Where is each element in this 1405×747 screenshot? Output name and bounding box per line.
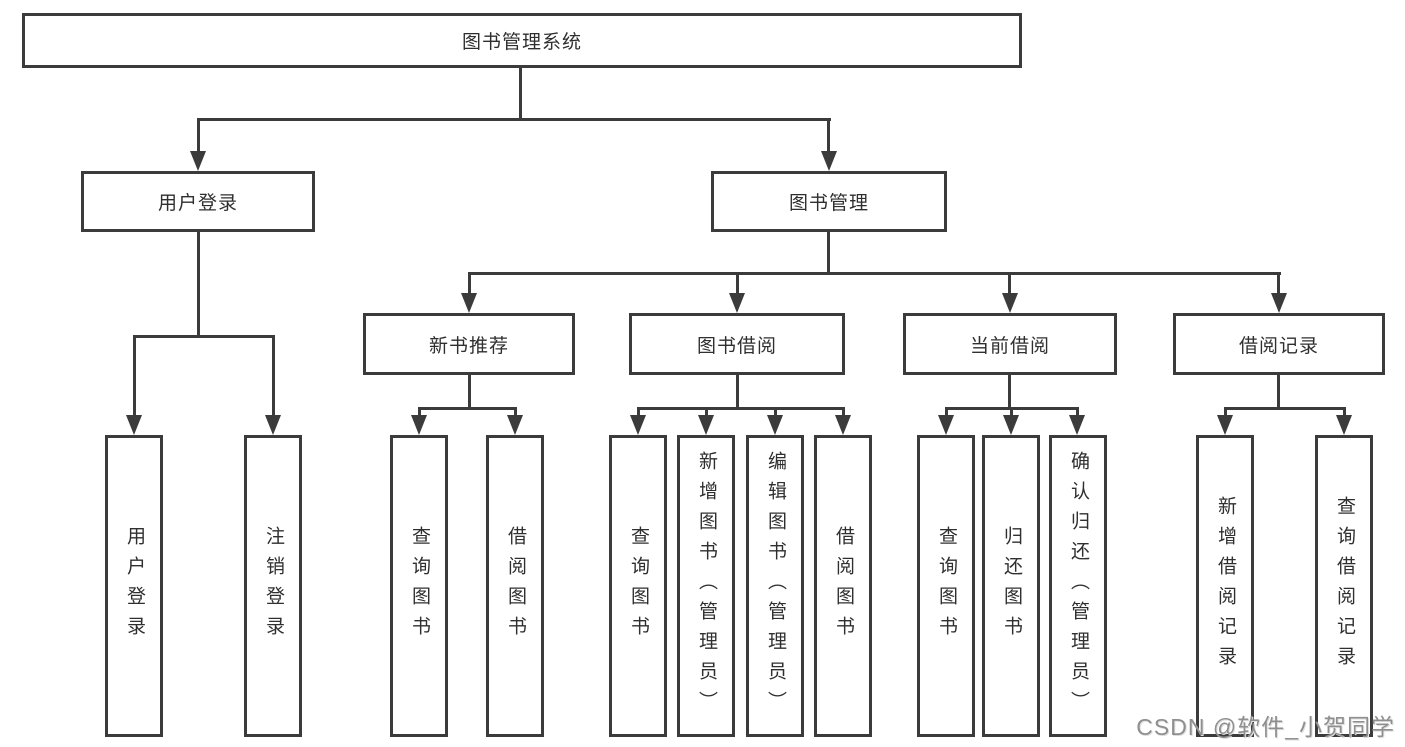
connector-line bbox=[133, 335, 274, 338]
connector-line bbox=[519, 67, 522, 120]
connector-line bbox=[1008, 375, 1011, 410]
connector-line bbox=[468, 272, 1281, 275]
leaf-borrow-borrow-books: 借阅图书 bbox=[814, 435, 872, 737]
connector-arrow bbox=[1217, 415, 1233, 435]
leaf-borrow-edit-books-admin-label: 编辑图书（管理员） bbox=[764, 451, 786, 721]
leaf-current-confirm-return-admin: 确认归还（管理员） bbox=[1049, 435, 1107, 737]
leaf-records-add-record: 新增借阅记录 bbox=[1196, 435, 1254, 737]
leaf-records-query-record: 查询借阅记录 bbox=[1315, 435, 1373, 737]
leaf-recommend-borrow-books-label: 借阅图书 bbox=[504, 526, 526, 646]
connector-line bbox=[468, 272, 471, 297]
leaf-user-login-label: 用户登录 bbox=[123, 526, 145, 646]
connector-arrow bbox=[698, 415, 714, 435]
connector-arrow bbox=[821, 151, 837, 171]
node-user-login: 用户登录 bbox=[81, 171, 315, 232]
node-borrow-records: 借阅记录 bbox=[1173, 313, 1385, 375]
connector-line bbox=[1277, 375, 1280, 410]
leaf-current-confirm-return-admin-label: 确认归还（管理员） bbox=[1067, 451, 1089, 721]
connector-line bbox=[1343, 407, 1346, 419]
connector-line bbox=[197, 118, 831, 121]
connector-arrow bbox=[1002, 293, 1018, 313]
connector-arrow bbox=[265, 415, 281, 435]
connector-arrow bbox=[507, 415, 523, 435]
csdn-watermark: CSDN @软件_小贺同学 bbox=[1136, 714, 1395, 740]
connector-line bbox=[637, 407, 640, 419]
connector-line bbox=[272, 335, 275, 418]
connector-arrow bbox=[190, 151, 206, 171]
connector-line bbox=[1076, 407, 1079, 419]
node-new-book-recommend: 新书推荐 bbox=[363, 313, 575, 375]
connector-arrow bbox=[126, 415, 142, 435]
node-current-borrow-label: 当前借阅 bbox=[969, 335, 1050, 357]
leaf-current-query-books-label: 查询图书 bbox=[935, 526, 957, 646]
connector-line bbox=[197, 118, 200, 155]
leaf-borrow-query-books: 查询图书 bbox=[609, 435, 667, 737]
leaf-current-return-books-label: 归还图书 bbox=[1000, 526, 1022, 646]
connector-arrow bbox=[1003, 415, 1019, 435]
connector-arrow bbox=[835, 415, 851, 435]
node-user-login-label: 用户登录 bbox=[157, 193, 238, 214]
node-new-book-recommend-label: 新书推荐 bbox=[428, 335, 509, 357]
leaf-records-add-record-label: 新增借阅记录 bbox=[1214, 496, 1236, 676]
connector-arrow bbox=[630, 415, 646, 435]
leaf-records-query-record-label: 查询借阅记录 bbox=[1333, 496, 1355, 676]
node-book-borrow: 图书借阅 bbox=[629, 313, 845, 375]
leaf-borrow-add-books-admin-label: 新增图书（管理员） bbox=[695, 451, 717, 721]
connector-line bbox=[1010, 407, 1013, 419]
connector-arrow bbox=[411, 415, 427, 435]
connector-line bbox=[1008, 272, 1011, 297]
connector-arrow bbox=[1271, 293, 1287, 313]
leaf-logout: 注销登录 bbox=[244, 435, 302, 737]
leaf-user-login: 用户登录 bbox=[105, 435, 163, 737]
connector-arrow bbox=[461, 293, 477, 313]
node-book-management-label: 图书管理 bbox=[788, 193, 869, 214]
connector-line bbox=[705, 407, 708, 419]
node-root: 图书管理系统 bbox=[22, 13, 1022, 68]
leaf-borrow-edit-books-admin: 编辑图书（管理员） bbox=[746, 435, 804, 737]
connector-line bbox=[468, 375, 471, 410]
connector-line bbox=[736, 272, 739, 297]
leaf-borrow-add-books-admin: 新增图书（管理员） bbox=[677, 435, 735, 737]
connector-line bbox=[637, 407, 845, 410]
connector-line bbox=[827, 118, 830, 155]
leaf-logout-label: 注销登录 bbox=[262, 526, 284, 646]
leaf-current-return-books: 归还图书 bbox=[982, 435, 1040, 737]
connector-line bbox=[418, 407, 421, 419]
connector-arrow bbox=[1069, 415, 1085, 435]
node-book-management: 图书管理 bbox=[711, 171, 947, 232]
connector-arrow bbox=[729, 293, 745, 313]
connector-line bbox=[736, 375, 739, 410]
leaf-recommend-query-books-label: 查询图书 bbox=[408, 526, 430, 646]
node-root-label: 图书管理系统 bbox=[461, 32, 582, 53]
leaf-borrow-borrow-books-label: 借阅图书 bbox=[832, 526, 854, 646]
node-borrow-records-label: 借阅记录 bbox=[1238, 335, 1319, 357]
connector-line bbox=[945, 407, 948, 419]
connector-line bbox=[418, 407, 517, 410]
connector-arrow bbox=[767, 415, 783, 435]
connector-line bbox=[827, 232, 830, 275]
node-current-borrow: 当前借阅 bbox=[903, 313, 1117, 375]
connector-line bbox=[133, 335, 136, 418]
leaf-recommend-borrow-books: 借阅图书 bbox=[486, 435, 544, 737]
connector-arrow bbox=[1336, 415, 1352, 435]
connector-line bbox=[774, 407, 777, 419]
connector-line bbox=[842, 407, 845, 419]
connector-arrow bbox=[938, 415, 954, 435]
connector-line bbox=[1224, 407, 1346, 410]
leaf-borrow-query-books-label: 查询图书 bbox=[627, 526, 649, 646]
connector-line bbox=[197, 232, 200, 337]
connector-line bbox=[1224, 407, 1227, 419]
leaf-recommend-query-books: 查询图书 bbox=[390, 435, 448, 737]
node-book-borrow-label: 图书借阅 bbox=[696, 335, 777, 357]
connector-line bbox=[1277, 272, 1280, 297]
leaf-current-query-books: 查询图书 bbox=[917, 435, 975, 737]
connector-line bbox=[514, 407, 517, 419]
